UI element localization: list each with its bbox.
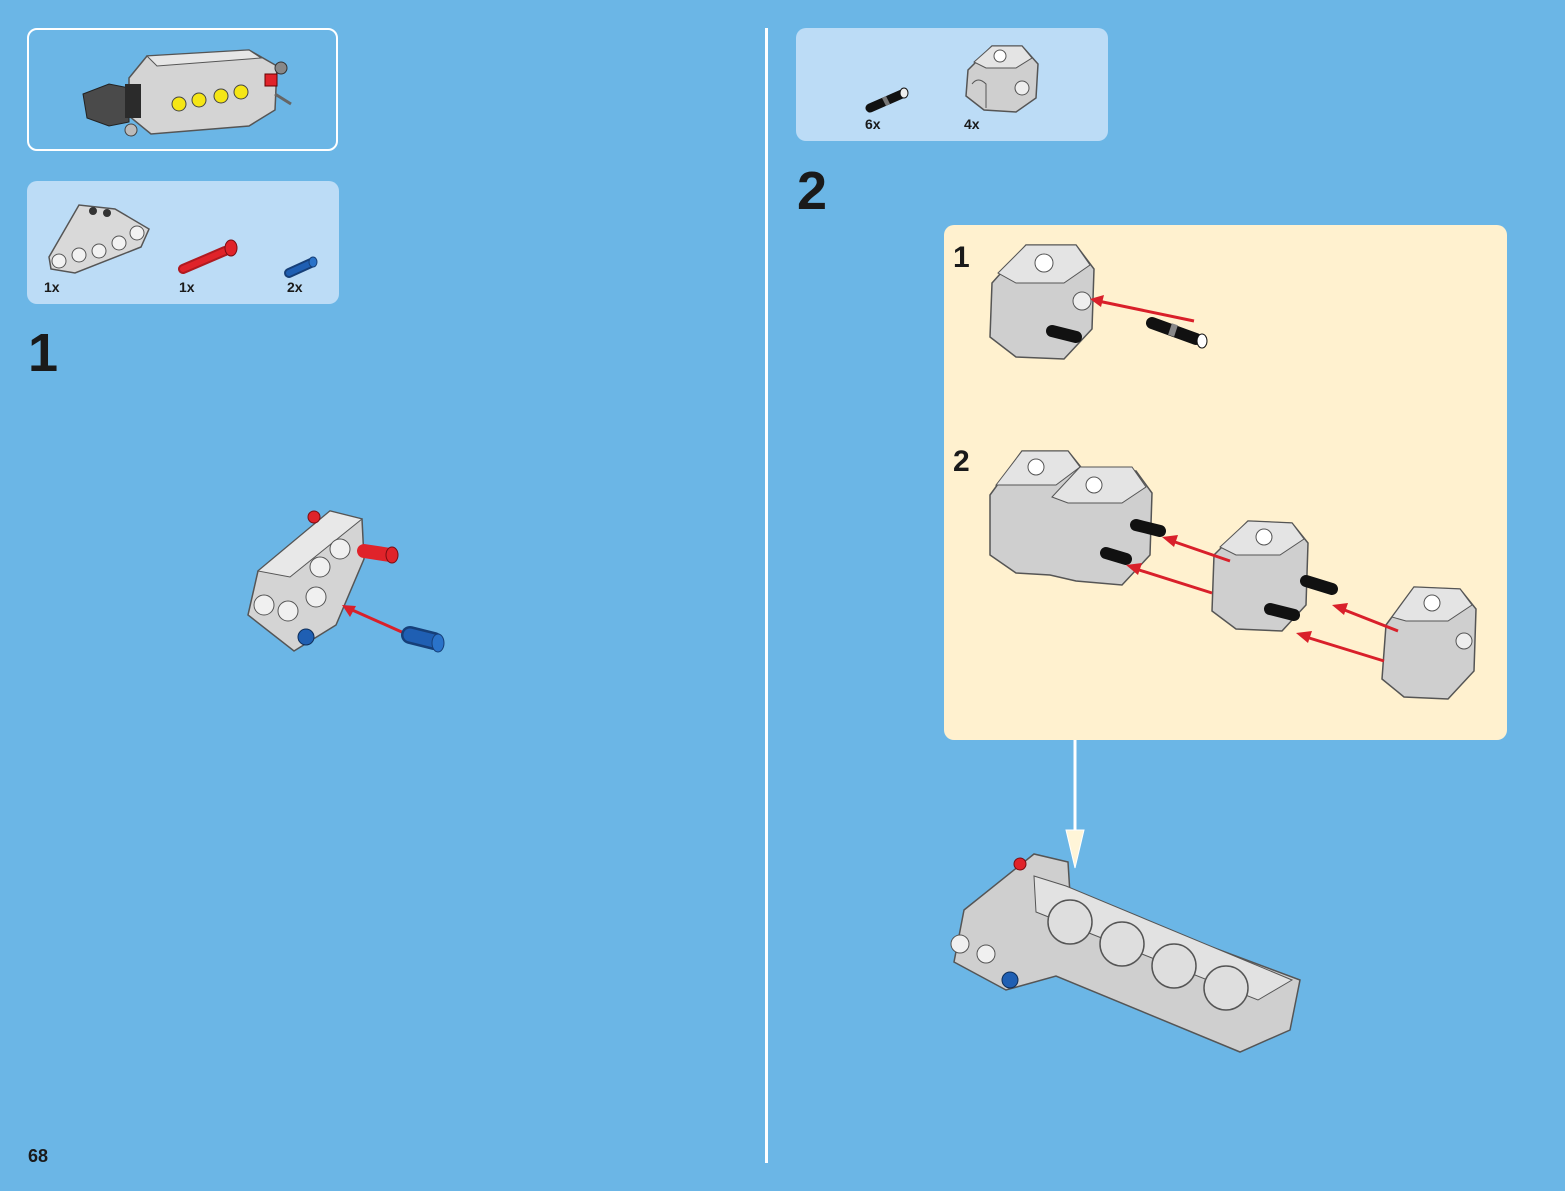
parts-list-step-1: 1x 1x 2x [27, 181, 339, 304]
submodel-preview-box [27, 28, 338, 151]
part-qty-engine-cylinder: 4x [964, 116, 980, 132]
engine-submodel-icon [29, 30, 340, 153]
liftarm-triangle-icon [45, 195, 155, 275]
page-number: 68 [28, 1146, 48, 1167]
substep-2-illustration [986, 445, 1498, 735]
step-number-2: 2 [797, 164, 827, 218]
substep-number-1: 1 [953, 243, 970, 273]
engine-cylinder-icon [962, 40, 1042, 114]
black-pin-icon [864, 86, 910, 114]
step-number-1: 1 [28, 326, 58, 380]
substep-1-illustration [986, 239, 1226, 369]
blue-pin-icon [285, 255, 319, 279]
parts-list-step-2: 6x 4x [796, 28, 1108, 141]
page-divider [765, 28, 768, 1163]
step-1-assembly-illustration [240, 505, 460, 665]
red-axle-pin-icon [179, 239, 243, 275]
part-qty-black-pin: 6x [865, 116, 881, 132]
part-qty-liftarm: 1x [44, 279, 60, 295]
step-2-assembly-illustration [940, 850, 1310, 1060]
part-qty-blue-pin: 2x [287, 279, 303, 295]
part-qty-red-axle-pin: 1x [179, 279, 195, 295]
substep-panel: 1 2 [944, 225, 1507, 740]
substep-number-2: 2 [953, 447, 970, 477]
